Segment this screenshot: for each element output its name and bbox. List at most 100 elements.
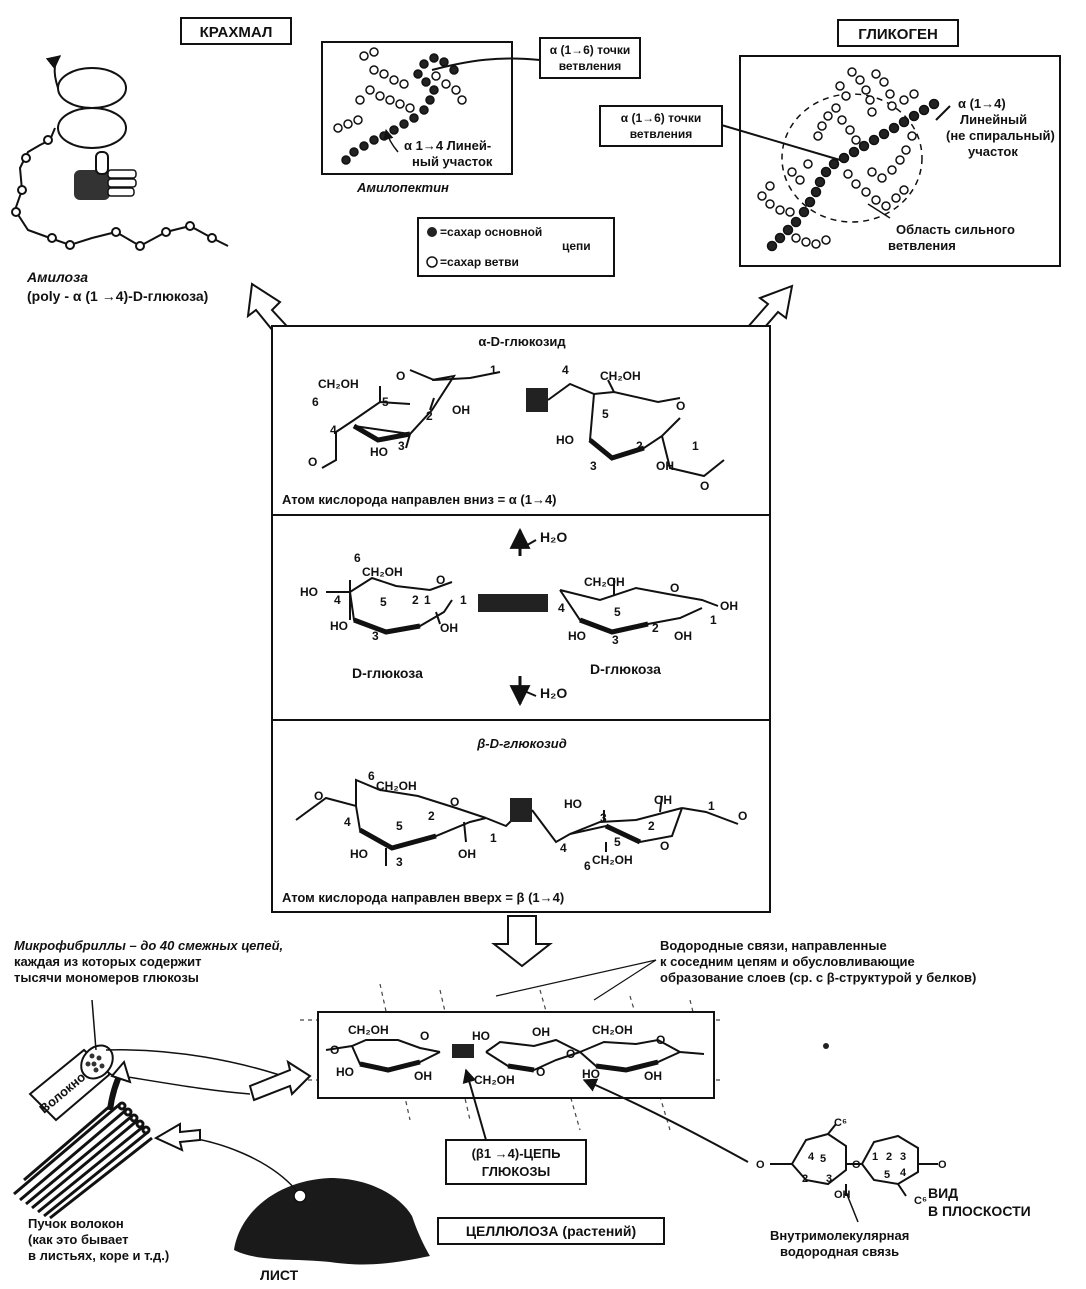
c3-label: 3: [826, 1173, 832, 1185]
alpha-title: α-D-глюкозид: [478, 334, 566, 349]
amylopectin-branch-pointer: [431, 57, 541, 71]
middle-atom-labels: 6 CH₂OH HO 4 5 2 1 O 1 HO 3 OH CH₂OH 4 5…: [300, 551, 738, 647]
ho-label: HO: [568, 629, 586, 643]
glycogen-branch-pointer: [717, 123, 841, 161]
hbonds-label-1: Водородные связи, направленные: [660, 938, 887, 953]
leaf-to-bundle-line: [175, 1135, 297, 1191]
amylopectin-branch-label-1: α (1→6) точки: [550, 43, 630, 57]
ring-o-label: O: [676, 399, 685, 413]
c5-label: 5: [820, 1153, 826, 1165]
c3-label: 3: [398, 439, 405, 453]
c2-label: 2: [648, 819, 655, 833]
c6-plane-label-bottom: C⁶: [914, 1195, 927, 1207]
bundle-to-fiber-arrow-head: [110, 1059, 132, 1084]
dense-branching-pointer: [867, 203, 891, 219]
oh-label: OH: [414, 1069, 432, 1083]
glycogen-branch-box: [599, 105, 723, 147]
c6-label: 6: [584, 859, 591, 873]
c4-label: 4: [560, 841, 567, 855]
o-label: O: [314, 789, 323, 803]
beta-glycosidic-oxygen: [510, 798, 532, 822]
c3-label: 3: [612, 633, 619, 647]
amylose-helix: [11, 55, 229, 251]
legend-main-chain-1: =сахар основной: [440, 225, 542, 239]
hbonds-label-3: образование слоев (ср. с β-структурой у …: [660, 970, 976, 985]
c1-label: 1: [424, 593, 431, 607]
c3-label: 3: [900, 1151, 906, 1163]
leaf-to-bundle-arrow: [153, 1122, 201, 1152]
oh-label: OH: [644, 1069, 662, 1083]
beta-right-ring: [531, 795, 739, 852]
leaf-label: ЛИСТ: [260, 1267, 299, 1283]
oh-label: OH: [656, 459, 674, 473]
ho-label: HO: [582, 1067, 600, 1081]
intramolecular-label-2: водородная связь: [780, 1244, 899, 1259]
oh-label: OH: [654, 793, 672, 807]
amylose-formula: (poly - α (1 →4)-D-глюкоза): [27, 288, 208, 304]
c5-label: 5: [614, 835, 621, 849]
legend-branch: =сахар ветви: [440, 255, 519, 269]
c1-label: 1: [872, 1151, 878, 1163]
alpha-right-ring: [547, 379, 725, 478]
ch2oh-label: CH₂OH: [600, 369, 641, 383]
hbonds-pointer-1: [495, 959, 657, 997]
c2-label: 2: [652, 621, 659, 635]
water-branch-up: [521, 539, 537, 549]
chain-label-box: [445, 1139, 587, 1185]
glucose-left-label: D-глюкоза: [352, 665, 423, 681]
chain-label-2: ГЛЮКОЗЫ: [482, 1164, 551, 1179]
ring-o-label: O: [670, 581, 679, 595]
ch2oh-label: CH₂OH: [592, 853, 633, 867]
c2-label: 2: [428, 809, 435, 823]
c4-label: 4: [558, 601, 565, 615]
microfibrils-label-2: каждая из которых содержит: [14, 954, 202, 969]
c5-label: 5: [380, 595, 387, 609]
c1-label: 1: [490, 363, 497, 377]
legend-box: [417, 217, 615, 277]
oh-label: OH: [674, 629, 692, 643]
c5-label: 5: [602, 407, 609, 421]
o-label: O: [700, 479, 709, 493]
o-label: O: [852, 1159, 861, 1171]
alpha-atom-labels: CH₂OH 6 5 4 O O 1 2 OH 3 HO 4 CH₂OH 5 O …: [308, 363, 709, 493]
amylopectin-structure: [333, 47, 467, 165]
ho-label: HO: [556, 433, 574, 447]
c4-label: 4: [344, 815, 351, 829]
c6-plane-label-top: C⁶: [834, 1117, 847, 1129]
legend-main-chain-2: цепи: [562, 239, 591, 253]
plane-view-labels: O C⁶ 4 5 2 3 OH O 1 2 3 4 5 C⁶ O: [756, 1117, 947, 1207]
glycogen-linear-label-1: α (1→4): [958, 96, 1006, 111]
bundle-label-2: (как это бывает: [28, 1232, 129, 1247]
cellulose-chain-box: [317, 1011, 715, 1099]
c2-label: 2: [802, 1173, 808, 1185]
c1-label: 1: [710, 613, 717, 627]
c6-label: 6: [354, 551, 361, 565]
glycogen-branch-label-2: ветвления: [630, 127, 693, 141]
plane-view-label-2: В ПЛОСКОСТИ: [928, 1203, 1031, 1219]
amylopectin-linear-label-2: ный участок: [412, 154, 493, 169]
dense-branching-region: [781, 93, 923, 223]
amylopectin-name: Амилопектин: [356, 180, 449, 195]
plane-view-pointer: [582, 1078, 749, 1163]
microfibrils-pointer: [91, 999, 97, 1051]
middle-right-ring: [559, 578, 719, 635]
c3-label: 3: [396, 855, 403, 869]
arrow-to-cellulose: [491, 915, 553, 968]
ring-o-label: O: [536, 1065, 545, 1079]
oh-label: OH: [532, 1025, 550, 1039]
ring-o-label: O: [660, 839, 669, 853]
ho-label: HO: [336, 1065, 354, 1079]
oh-label: OH: [452, 403, 470, 417]
ch2oh-label: CH₂OH: [584, 575, 625, 589]
o-label: O: [566, 1047, 575, 1061]
c4-label: 4: [334, 593, 341, 607]
dense-branching-label-2: ветвления: [888, 238, 956, 253]
bundle-label-1: Пучок волокон: [28, 1216, 124, 1231]
ch2oh-label: CH₂OH: [318, 377, 359, 391]
beta-title: β-D-глюкозид: [476, 736, 567, 751]
o-label: O: [308, 455, 317, 469]
cellulose-atom-labels: CH₂OH O HO O OH HO OH CH₂OH O O CH₂OH O …: [330, 1023, 665, 1087]
alpha-glycosidic-oxygen: [526, 388, 548, 412]
plane-view-label-1: ВИД: [928, 1185, 958, 1201]
microfibrils-label-1: Микрофибриллы – до 40 смежных цепей,: [14, 938, 283, 953]
